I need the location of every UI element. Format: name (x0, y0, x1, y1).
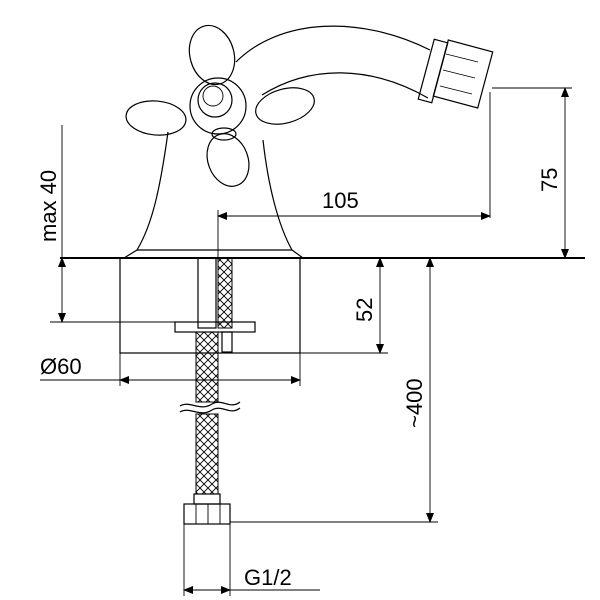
label-diameter-60: Ø60 (40, 354, 82, 379)
label-max-40: max 40 (36, 170, 61, 242)
label-75: 75 (537, 168, 562, 192)
dimension-diameter-60: Ø60 (40, 353, 301, 386)
label-52: 52 (352, 298, 377, 322)
handle-lever-left (125, 100, 187, 136)
dimension-max-40: max 40 (36, 125, 175, 323)
handle-lever-bottom (206, 133, 250, 187)
dimension-105: 105 (217, 92, 491, 258)
label-105: 105 (322, 188, 359, 213)
dimension-hose-400: ~400 (230, 257, 438, 523)
dimension-thread-g12: G1/2 (183, 524, 320, 596)
faucet-body (123, 24, 494, 259)
dimension-75: 75 (492, 87, 572, 259)
deck-base (60, 257, 585, 354)
handle-lever-top (188, 24, 236, 86)
handle-hub (189, 77, 247, 135)
dimension-52: 52 (300, 257, 388, 354)
label-hose-400: ~400 (402, 378, 427, 428)
supply-hose (174, 257, 256, 525)
label-thread-g12: G1/2 (244, 565, 292, 590)
handle-lever-right (255, 87, 315, 125)
